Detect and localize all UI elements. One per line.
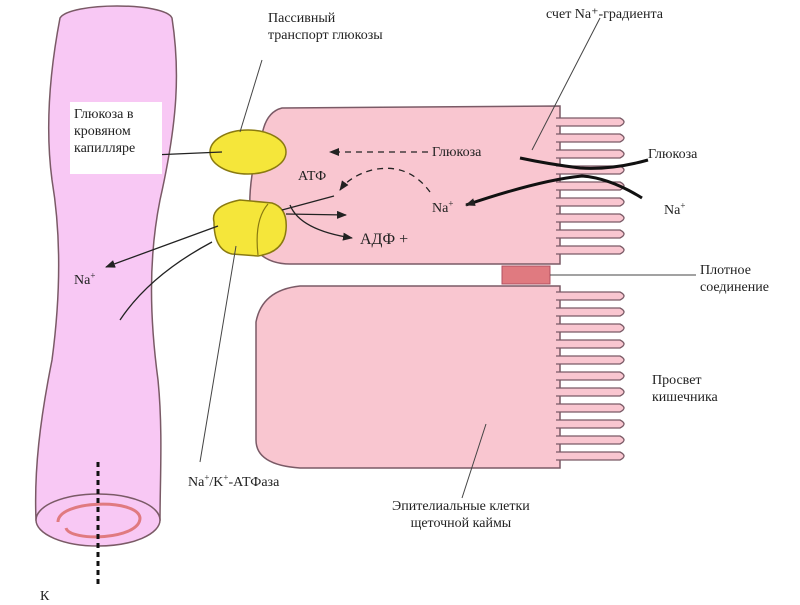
microvillus xyxy=(556,371,625,381)
label-atp: АТФ xyxy=(298,169,327,184)
microvillus xyxy=(556,213,625,223)
label-na-capillary: Na+ xyxy=(74,270,96,288)
arrow-atpase-na xyxy=(285,210,347,219)
epithelial-cell-lower xyxy=(255,285,625,469)
microvillus xyxy=(556,387,625,397)
label-na-gradient: счет Na⁺-градиента xyxy=(546,7,663,22)
label-na-inside: Na+ xyxy=(432,198,454,216)
microvillus xyxy=(556,245,625,255)
symporter-glucose-path xyxy=(519,156,649,170)
microvillus xyxy=(556,307,625,317)
capillary-ring xyxy=(56,502,142,539)
label-glucose-lumen: Глюкоза xyxy=(648,147,698,162)
arrow-na-dashed-curve xyxy=(339,167,431,193)
symporter-na-path xyxy=(465,174,643,207)
microvillus xyxy=(556,149,625,159)
arrow-atp-line xyxy=(281,195,335,211)
label-tight-junction: Плотное соединение xyxy=(700,263,769,295)
label-glucose-inside: Глюкоза xyxy=(432,145,482,160)
epithelial-cell-upper xyxy=(249,105,625,265)
microvillus xyxy=(556,133,625,143)
label-epithelial: Эпителиальные клетки щеточной каймы xyxy=(392,499,530,531)
na-gradient-pointer xyxy=(531,17,601,151)
microvillus xyxy=(556,323,625,333)
microvillus xyxy=(556,117,625,127)
microvilli-upper xyxy=(556,117,625,255)
arrow-glucose-to-capillary xyxy=(151,150,223,159)
epithelial-pointer xyxy=(461,423,487,499)
label-passive-transport: Пассивный транспорт глюкозы xyxy=(268,11,383,43)
label-atpase: Na+/K+-АТФаза xyxy=(188,472,280,490)
microvillus xyxy=(556,181,625,191)
label-lumen: Просвет кишечника xyxy=(652,373,718,405)
microvilli-lower xyxy=(556,291,625,461)
label-adp: АДФ + xyxy=(360,231,409,248)
label-bottom-fragment: К xyxy=(40,589,50,604)
microvillus xyxy=(556,403,625,413)
microvillus xyxy=(556,435,625,445)
microvillus xyxy=(556,229,625,239)
microvillus xyxy=(556,451,625,461)
k-into-cell-path xyxy=(119,241,213,321)
microvillus xyxy=(556,419,625,429)
na-k-atpase xyxy=(212,199,287,257)
atp-to-adp-path xyxy=(289,204,353,241)
label-glucose-capillary: Глюкоза в кровяном капилляре xyxy=(74,107,136,156)
arrow-na-to-capillary xyxy=(105,225,219,268)
microvillus xyxy=(556,197,625,207)
blood-capillary xyxy=(34,5,178,547)
microvillus xyxy=(556,291,625,301)
capillary-label-box xyxy=(70,102,162,174)
microvillus xyxy=(556,339,625,349)
atpase-pointer xyxy=(199,245,237,463)
passive-transport-pointer xyxy=(239,59,263,133)
microvillus xyxy=(556,355,625,365)
label-na-lumen: Na+ xyxy=(664,200,686,218)
tight-junction xyxy=(501,265,551,285)
